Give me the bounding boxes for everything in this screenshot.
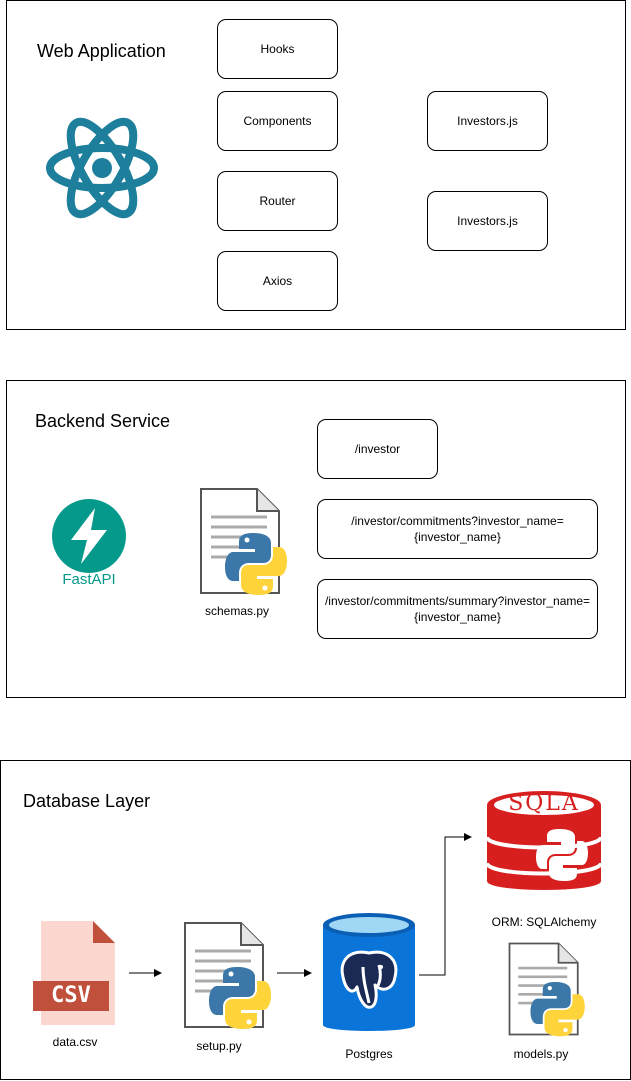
csv-file-icon: CSV [33,919,123,1027]
web-application-title: Web Application [37,41,166,61]
hooks-box: Hooks [217,19,338,79]
sqlalchemy-icon: SQLA [481,785,607,895]
backend-service-panel: Backend Service FastAPI s [6,380,626,698]
models-label: models.py [513,1047,569,1061]
web-application-panel: Web Application Hooks Components Router … [6,0,626,330]
fastapi-icon [51,498,127,574]
fastapi-label: FastAPI [62,571,116,588]
database-layer-title: Database Layer [23,791,151,811]
investors-js-box-1: Investors.js [427,91,548,151]
arrow-postgres-to-sqlalchemy [419,833,472,976]
database-layer-panel: Database Layer CSV data.csv [0,760,631,1080]
orm-sqlalchemy-label: ORM: SQLAlchemy [491,915,597,929]
models-python-file-icon [506,941,590,1037]
router-box: Router [217,171,338,231]
flow-arrows [129,833,472,977]
postgres-database-icon [319,911,419,1043]
endpoint-summary-box: /investor/commitments/summary?investor_n… [317,579,598,639]
components-box: Components [217,91,338,151]
csv-badge-text: CSV [51,983,91,1008]
postgres-label: Postgres [345,1047,393,1061]
sqla-badge-text: SQLA [508,791,580,816]
react-icon [45,113,159,223]
setup-label: setup.py [196,1039,242,1053]
schemas-python-file-icon [197,487,293,595]
setup-python-file-icon [181,921,277,1029]
axios-box: Axios [217,251,338,311]
investors-js-box-2: Investors.js [427,191,548,251]
endpoint-investor-box: /investor [317,419,438,479]
csv-label: data.csv [52,1035,98,1049]
backend-service-title: Backend Service [35,411,171,431]
schemas-label: schemas.py [204,604,270,618]
endpoint-commitments-box: /investor/commitments?investor_name={inv… [317,499,598,559]
